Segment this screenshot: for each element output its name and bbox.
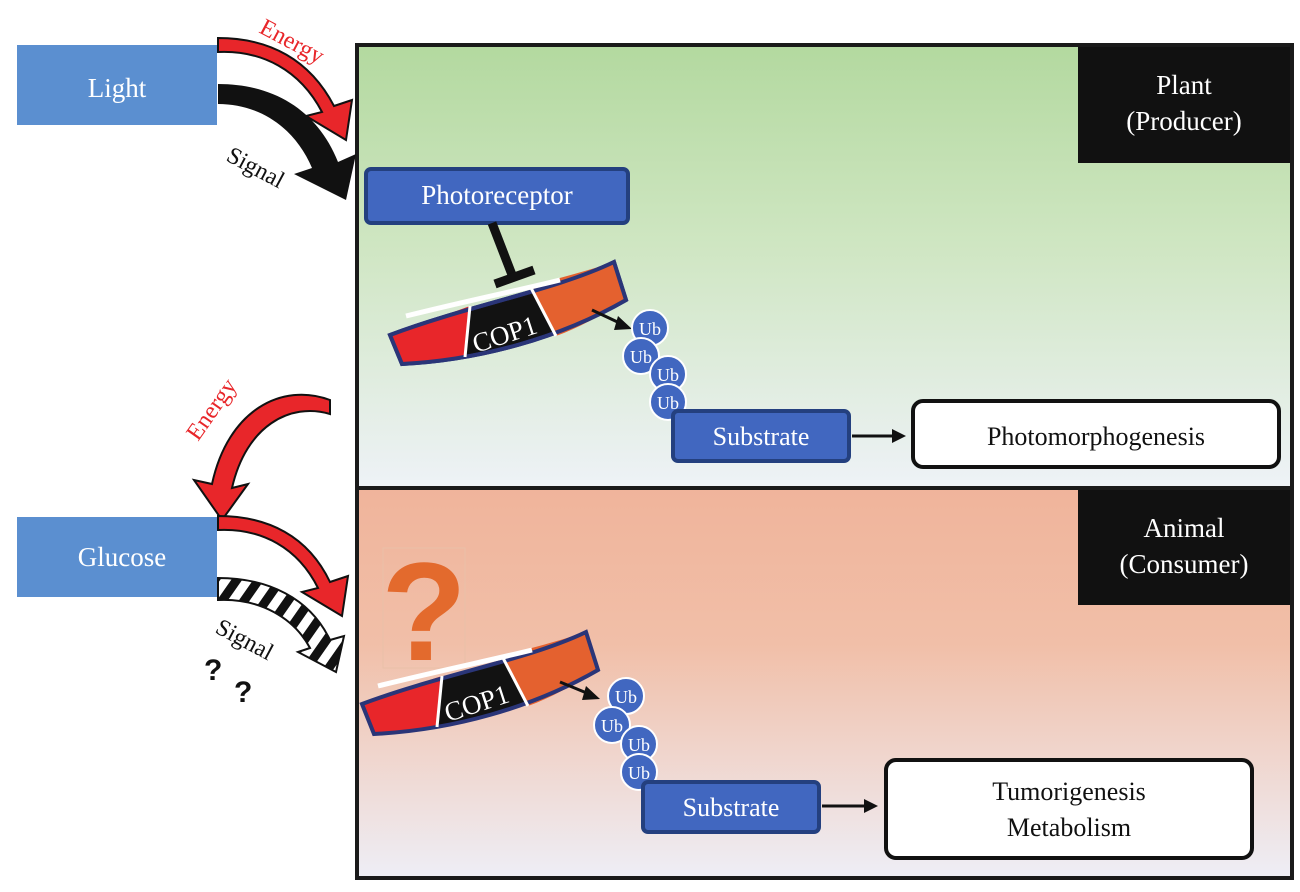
metabolism-label: Metabolism xyxy=(1007,813,1131,842)
plant-ub-3-label: Ub xyxy=(657,365,679,385)
plant-substrate: Substrate xyxy=(671,409,851,463)
animal-ub-2: Ub xyxy=(593,706,631,744)
photomorphogenesis-box xyxy=(911,399,1281,469)
animal-cop1-highlight xyxy=(377,647,533,689)
plant-tag-line1: Plant xyxy=(1156,70,1212,100)
animal-ub-4-label: Ub xyxy=(628,763,650,783)
animal-energy-arrow-shape xyxy=(217,514,350,618)
unknown-regulator-question-mark: ? xyxy=(381,533,467,690)
energy-transfer-arrow: Energy xyxy=(182,374,331,522)
photoreceptor-box xyxy=(364,167,630,225)
animal-energy-arrow xyxy=(217,514,350,618)
light-source: Light xyxy=(17,45,217,125)
animal-cop1-divider-2 xyxy=(500,655,530,707)
plant-signal-arrow: Signal xyxy=(218,84,356,200)
plant-cop1-to-ub-head xyxy=(614,316,632,330)
plant-cop1-divider-1 xyxy=(463,305,472,358)
inhibition-line xyxy=(487,221,519,282)
plant-signal-arrow-shape xyxy=(218,84,356,200)
animal-cop1-to-ub-arrow xyxy=(559,680,600,700)
animal-substrate-box xyxy=(641,780,821,834)
signal-unknown-mark-2: ? xyxy=(234,676,252,709)
plant-ub-3: Ub xyxy=(649,355,687,393)
photoreceptor-label: Photoreceptor xyxy=(421,180,572,210)
plant-energy-arrow-shape xyxy=(217,36,354,142)
photomorphogenesis-label: Photomorphogenesis xyxy=(987,422,1205,451)
glucose-source: Glucose xyxy=(17,517,217,597)
plant-substrate-label: Substrate xyxy=(713,422,810,451)
glucose-box xyxy=(17,517,217,597)
tumorigenesis-label: Tumorigenesis xyxy=(992,777,1146,806)
plant-tag-box xyxy=(1078,47,1290,163)
animal-ub-3: Ub xyxy=(620,725,658,763)
animal-tag: Animal (Consumer) xyxy=(1078,490,1290,605)
animal-tag-line2: (Consumer) xyxy=(1120,549,1249,579)
light-box xyxy=(17,45,217,125)
signal-unknown-mark-1: ? xyxy=(204,654,222,687)
animal-ubiquitin-chain: Ub Ub Ub Ub xyxy=(593,677,658,791)
animal-tag-box xyxy=(1078,490,1290,605)
animal-substrate-label: Substrate xyxy=(683,793,780,822)
unknown-regulator: ? xyxy=(381,533,467,690)
animal-ub-2-label: Ub xyxy=(601,716,623,736)
animal-signal-arrow: Signal ? ? xyxy=(204,576,346,709)
plant-ubiquitin-chain: Ub Ub Ub Ub xyxy=(622,309,687,421)
animal-cop1: COP1 xyxy=(359,629,601,737)
animal-ub-1: Ub xyxy=(607,677,645,715)
plant-tag: Plant (Producer) xyxy=(1078,47,1290,163)
plant-signal-label: Signal xyxy=(222,142,289,194)
plant-cop1-to-ub-arrow xyxy=(591,308,632,330)
plant-cop1-highlight xyxy=(405,277,561,319)
plant-substrate-box xyxy=(671,409,851,463)
animal-tag-line1: Animal xyxy=(1144,513,1225,543)
photomorphogenesis-outcome: Photomorphogenesis xyxy=(911,399,1281,469)
glucose-label: Glucose xyxy=(78,542,166,572)
animal-ub-1-label: Ub xyxy=(615,687,637,707)
animal-ub-4: Ub xyxy=(620,753,658,791)
plant-substrate-arrow xyxy=(852,429,906,443)
unknown-regulator-frame xyxy=(382,547,466,669)
animal-substrate-arrow xyxy=(822,799,878,813)
animal-substrate: Substrate xyxy=(641,780,821,834)
plant-cop1: COP1 xyxy=(387,259,629,367)
inhibition-arrow xyxy=(487,221,536,289)
plant-cop1-divider-2 xyxy=(528,285,558,337)
animal-signal-arrow-shape xyxy=(217,576,346,674)
animal-cop1-divider-1 xyxy=(435,675,444,728)
animal-cop1-left-segment xyxy=(362,676,442,734)
photoreceptor: Photoreceptor xyxy=(364,167,630,225)
plant-ub-4-label: Ub xyxy=(657,393,679,413)
plant-ub-2: Ub xyxy=(622,337,660,375)
plant-tag-line2: (Producer) xyxy=(1126,106,1241,136)
animal-ub-3-label: Ub xyxy=(628,735,650,755)
plant-cop1-left-segment xyxy=(390,306,470,364)
inhibition-bar xyxy=(493,265,536,289)
plant-ub-1-label: Ub xyxy=(639,319,661,339)
animal-outcome-box xyxy=(884,758,1254,860)
animal-outcome: Tumorigenesis Metabolism xyxy=(884,758,1254,860)
light-label: Light xyxy=(88,73,147,103)
plant-ub-2-label: Ub xyxy=(630,347,652,367)
